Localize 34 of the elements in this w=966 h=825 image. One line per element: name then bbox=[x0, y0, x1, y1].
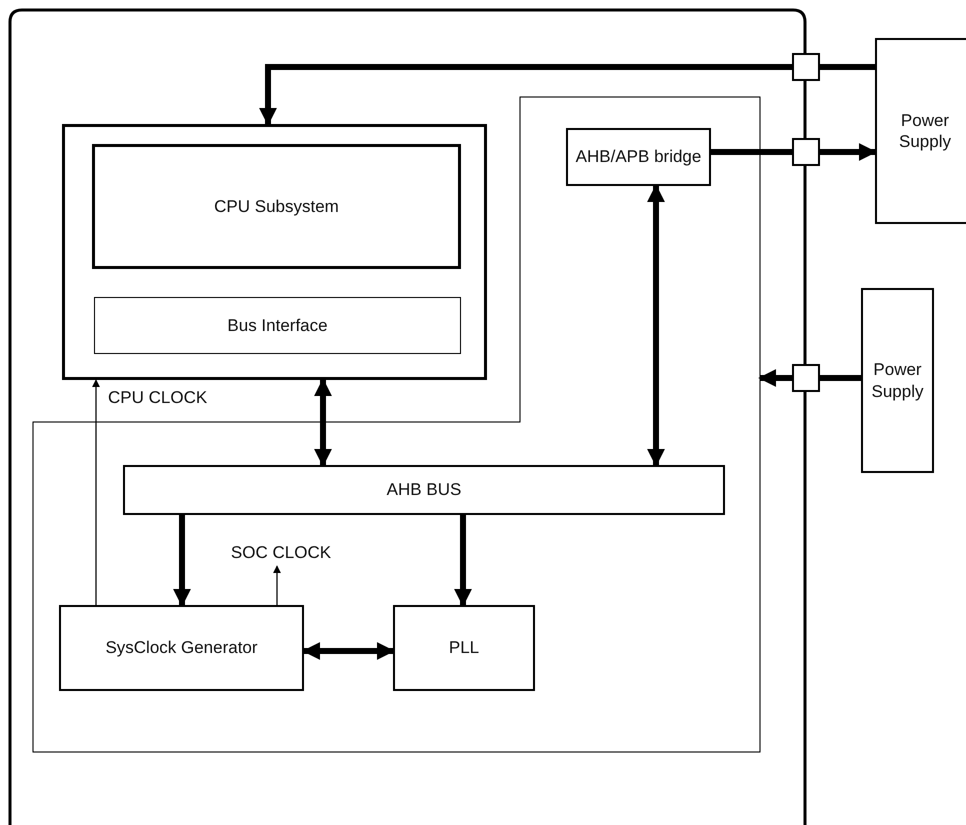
block-label: CPU Subsystem bbox=[214, 196, 339, 218]
power-supply-box bbox=[861, 288, 934, 473]
arrow bbox=[647, 184, 665, 467]
pin-square bbox=[792, 53, 820, 81]
arrow bbox=[259, 64, 792, 126]
process-box bbox=[59, 605, 304, 691]
power-supply-box bbox=[875, 38, 966, 224]
connector-line bbox=[711, 149, 792, 155]
arrow bbox=[454, 515, 472, 607]
process-box bbox=[393, 605, 535, 691]
block-label: Bus Interface bbox=[227, 314, 328, 336]
arrow bbox=[758, 369, 792, 387]
arrow bbox=[302, 642, 395, 660]
process-box bbox=[92, 144, 461, 269]
connector-line bbox=[820, 64, 875, 70]
process-box bbox=[566, 128, 711, 186]
block-label: Power Supply bbox=[898, 110, 952, 152]
arrow bbox=[92, 379, 100, 605]
block-label: SysClock Generator bbox=[105, 637, 258, 659]
cpu-block bbox=[62, 124, 487, 380]
process-box bbox=[94, 297, 461, 354]
pin-square bbox=[792, 364, 820, 392]
pin-square bbox=[792, 138, 820, 166]
block-label: AHB BUS bbox=[386, 479, 462, 501]
arrow bbox=[314, 378, 332, 467]
arrow bbox=[820, 143, 877, 161]
bus-bar bbox=[123, 465, 725, 515]
block-label: SOC CLOCK bbox=[230, 542, 332, 564]
connector-line bbox=[820, 375, 861, 381]
block-label: PLL bbox=[448, 637, 480, 659]
block-label: Power Supply bbox=[870, 359, 924, 402]
arrow bbox=[273, 565, 281, 605]
block-label: AHB/APB bridge bbox=[574, 146, 702, 168]
arrow bbox=[173, 515, 191, 607]
